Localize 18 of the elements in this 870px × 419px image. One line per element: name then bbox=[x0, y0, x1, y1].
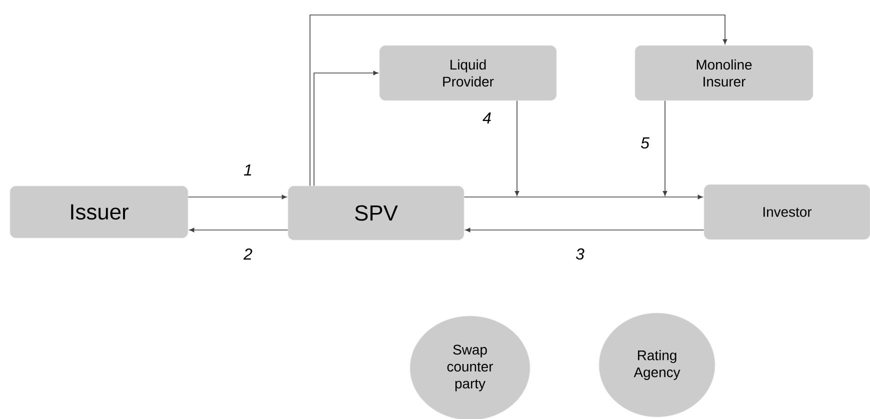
edge-label: 2 bbox=[242, 247, 254, 261]
arrow bbox=[314, 70, 378, 186]
arrow bbox=[188, 194, 287, 200]
arrow bbox=[662, 100, 668, 196]
arrow bbox=[189, 228, 288, 232]
edge-label: 3 bbox=[574, 247, 586, 261]
arrow bbox=[464, 194, 703, 200]
edge-label: 5 bbox=[640, 136, 650, 150]
process-box: Issuer bbox=[10, 186, 188, 238]
process-box: Liquid Provider bbox=[379, 45, 557, 101]
process-box: Investor bbox=[704, 184, 870, 240]
arrow bbox=[465, 228, 704, 232]
process-box: SPV bbox=[288, 186, 464, 240]
arrow bbox=[514, 100, 520, 196]
process-box: Monoline Insurer bbox=[634, 45, 814, 101]
edge-label: 4 bbox=[482, 112, 492, 124]
arrow bbox=[310, 14, 728, 186]
edge-label: 1 bbox=[242, 164, 254, 176]
